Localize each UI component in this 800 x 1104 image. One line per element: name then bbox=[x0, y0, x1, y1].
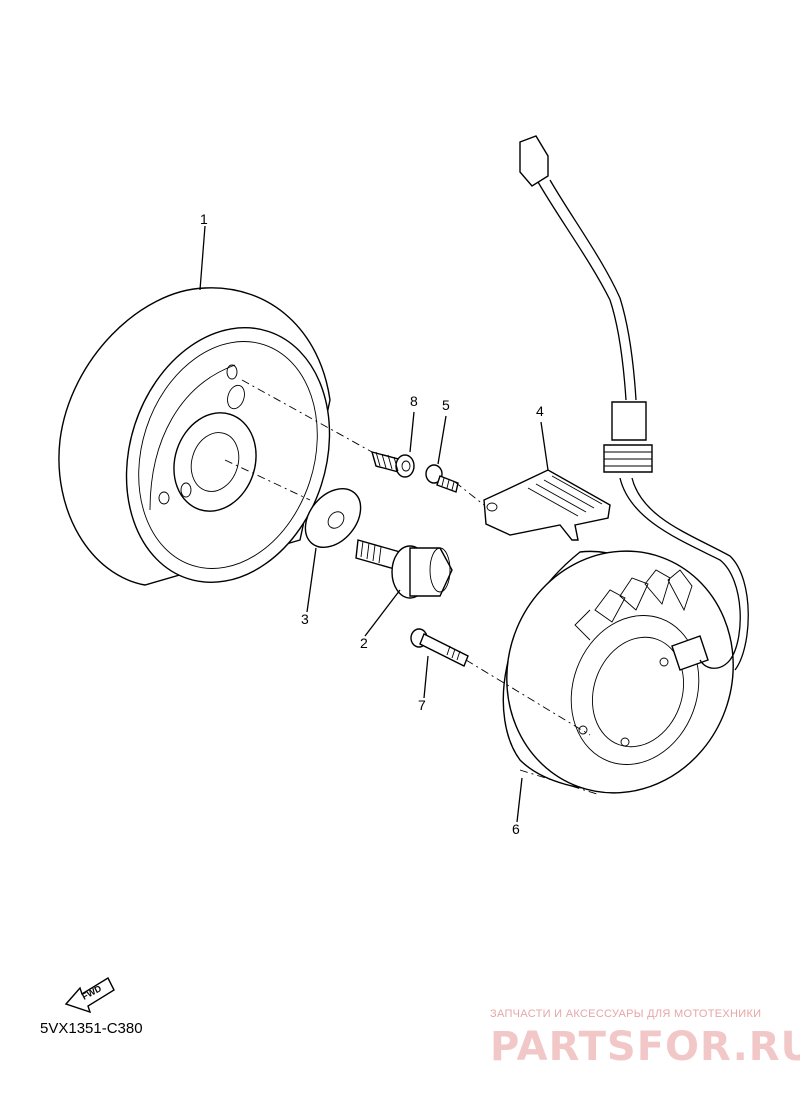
rotor-flywheel bbox=[58, 287, 331, 586]
bolt-8 bbox=[370, 451, 415, 478]
stator-assembly-6 bbox=[502, 550, 734, 794]
diagram-code: 5VX1351-C380 bbox=[40, 1020, 143, 1037]
bolt-7 bbox=[410, 628, 469, 667]
alignment-lines bbox=[224, 379, 601, 796]
callout-4: 4 bbox=[536, 403, 544, 419]
callout-3: 3 bbox=[301, 611, 309, 627]
wire-harness bbox=[519, 135, 749, 671]
watermark-tagline: ЗАПЧАСТИ И АКСЕССУАРЫ ДЛЯ МОТОТЕХНИКИ bbox=[490, 1008, 762, 1020]
callout-6: 6 bbox=[512, 821, 520, 837]
leader-lines bbox=[199, 225, 549, 823]
callout-8: 8 bbox=[410, 393, 418, 409]
callout-1: 1 bbox=[200, 211, 208, 227]
fwd-arrow-icon: FWD bbox=[64, 977, 115, 1014]
watermark-brand: PARTSFOR.RU bbox=[490, 1024, 800, 1070]
lead-holder-bracket-4 bbox=[483, 469, 611, 541]
flange-bolt-2 bbox=[355, 539, 453, 599]
screw-5 bbox=[425, 464, 459, 493]
callout-7: 7 bbox=[418, 697, 426, 713]
washer-3 bbox=[304, 488, 362, 548]
callout-5: 5 bbox=[442, 397, 450, 413]
callout-2: 2 bbox=[360, 635, 368, 651]
